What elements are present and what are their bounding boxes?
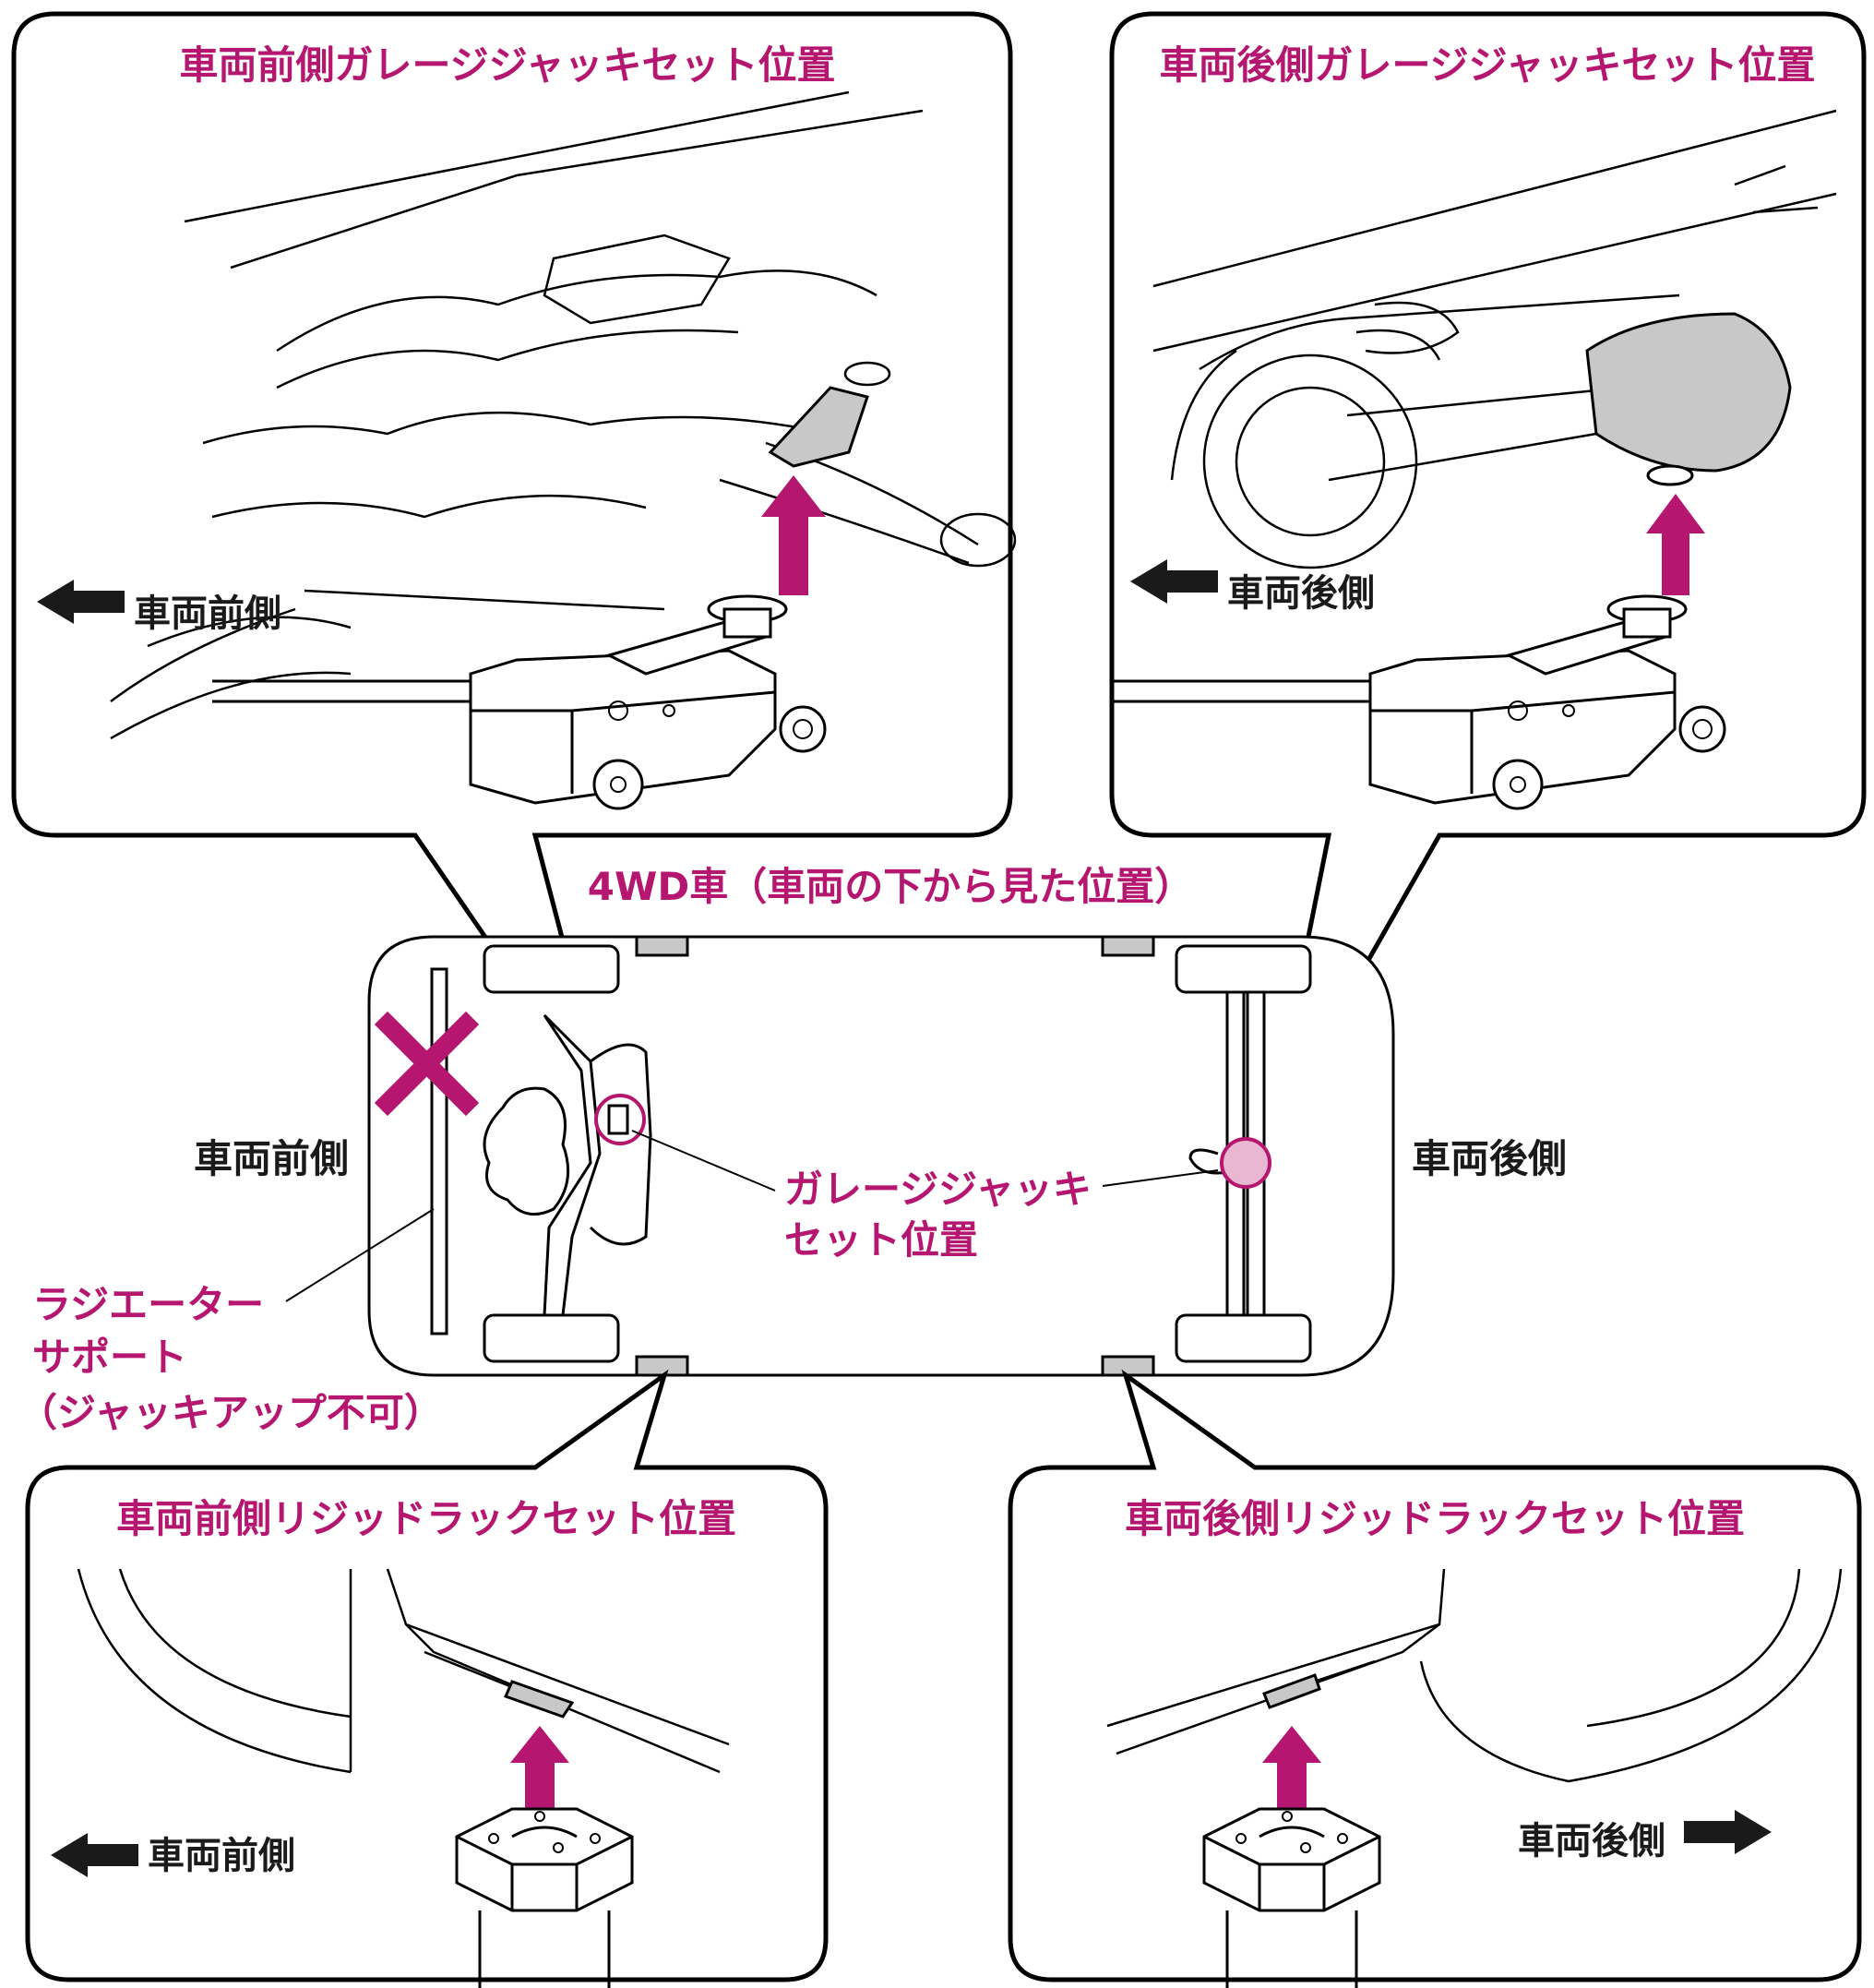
radiator-support	[430, 967, 448, 1335]
arrow-up-icon	[1646, 494, 1705, 595]
radiator-label-line2: サポート	[32, 1335, 187, 1380]
front-differential	[483, 1086, 570, 1216]
arrow-left-icon	[1130, 559, 1218, 604]
front-rack-sketch	[77, 1568, 730, 1774]
front-right-wheel	[483, 1313, 620, 1363]
radiator-label-line3: （ジャッキアップ不可）	[18, 1390, 443, 1435]
rack-point-rear-left	[1101, 935, 1155, 957]
arrow-left-icon	[37, 580, 125, 624]
underbody-front-label: 車両前側	[194, 1136, 349, 1181]
rear-rack-panel-title: 車両後側リジッドラックセット位置	[1125, 1496, 1745, 1541]
rear-rack-direction-label: 車両後側	[1518, 1820, 1665, 1862]
rear-jack-panel-title: 車両後側ガレージジャッキセット位置	[1159, 42, 1815, 88]
rear-underbody-sketch	[1152, 109, 1837, 569]
rack-point-front-left	[635, 935, 689, 957]
rear-rack-point	[1262, 1673, 1321, 1709]
underbody-title: 4WD車（車両の下から見た位置）	[588, 864, 1193, 909]
front-jack-panel: 車両前側 車両前側ガレージジャッキセット位置	[11, 11, 1017, 1119]
front-jack-direction-label: 車両前側	[134, 593, 281, 635]
vehicle-outline	[367, 935, 1395, 1377]
arrow-up-icon	[1262, 1726, 1321, 1809]
underbody-view: 4WD車（車両の下から見た位置） 車両前側 車両後側	[18, 864, 1567, 1435]
rear-left-wheel	[1175, 944, 1312, 994]
front-rack-panel: 車両前側 車両前側リジッドラックセット位置	[25, 1369, 829, 1988]
front-rack-point	[503, 1680, 575, 1719]
underbody-rear-label: 車両後側	[1412, 1136, 1567, 1181]
jack-point-label-line1: ガレージジャッキ	[784, 1167, 1092, 1212]
jack-point-label-line2: セット位置	[784, 1217, 978, 1263]
arrow-right-icon	[1684, 1810, 1772, 1854]
front-rack-direction-label: 車両前側	[148, 1835, 295, 1877]
front-jack-point	[768, 386, 869, 468]
rack-point-front-right	[635, 1355, 689, 1377]
front-jack-panel-title: 車両前側ガレージジャッキセット位置	[179, 42, 835, 88]
prohibited-x-icon	[374, 1011, 480, 1117]
front-rack-panel-title: 車両前側リジッドラックセット位置	[116, 1496, 736, 1541]
rear-rack-sketch	[1106, 1568, 1843, 1783]
arrow-up-icon	[761, 475, 826, 595]
radiator-label-line1: ラジエーター	[32, 1282, 264, 1327]
front-left-wheel	[483, 944, 620, 994]
rear-rack-panel: 車両後側 車両後側リジッドラックセット位置	[1008, 1369, 1862, 1988]
arrow-left-icon	[51, 1833, 138, 1877]
rack-point-rear-right	[1101, 1355, 1155, 1377]
rear-right-wheel	[1175, 1313, 1312, 1363]
arrow-up-icon	[510, 1726, 569, 1809]
rear-jack-point	[1585, 312, 1792, 473]
rear-jack-direction-label: 車両後側	[1227, 572, 1375, 615]
rear-jack-point-marker	[1220, 1137, 1271, 1189]
